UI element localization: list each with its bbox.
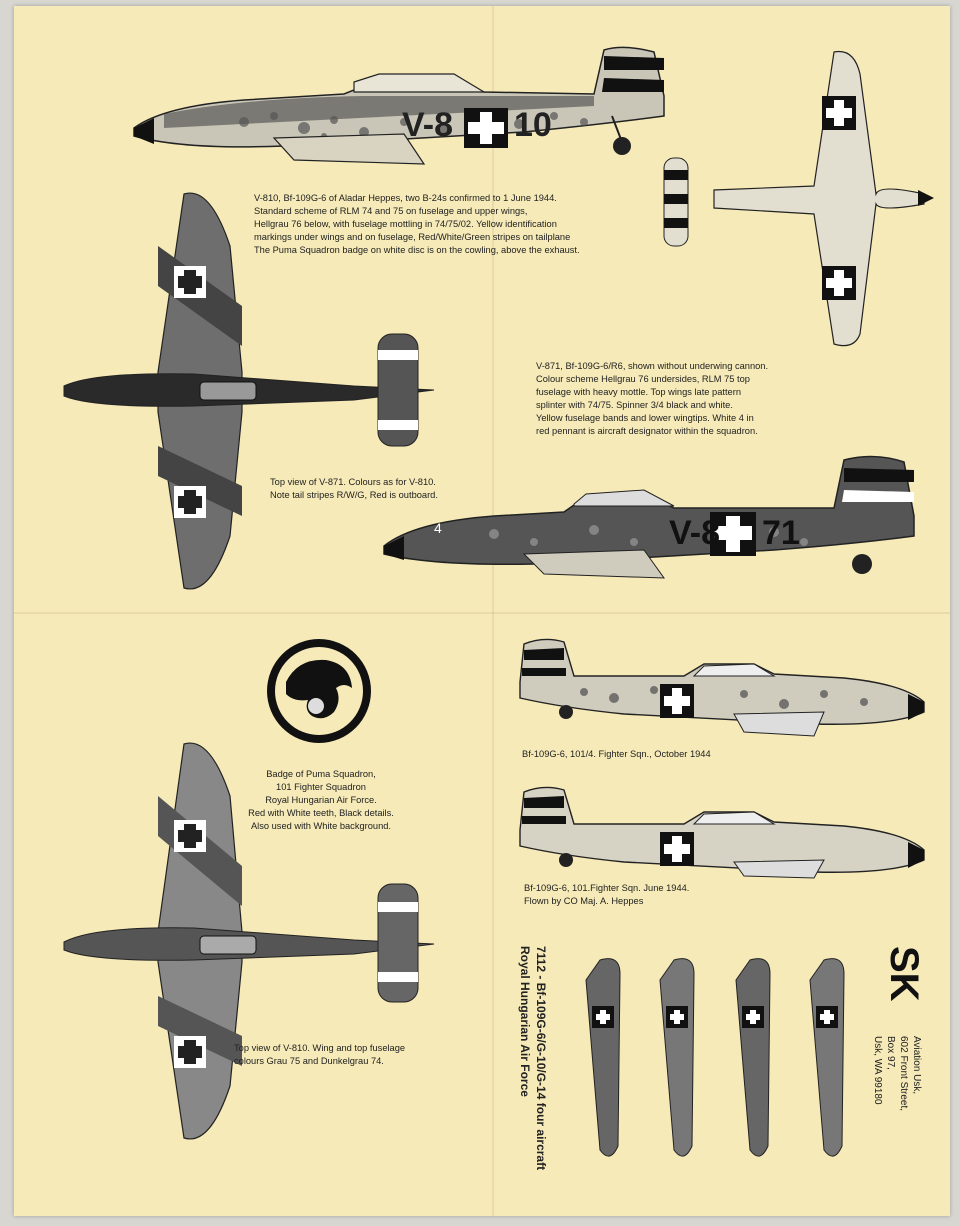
- code-v871-right: 71: [762, 514, 800, 552]
- fold-line-vertical: [492, 6, 494, 1216]
- brand-address-line-1: Aviation Usk,: [911, 1036, 922, 1095]
- caption-101-4: Bf-109G-6, 101/4. Fighter Sqn., October …: [522, 749, 711, 759]
- product-title: 7112 - Bf-109G-6/G-10/G-14 four aircraft: [534, 946, 548, 1171]
- decal-instruction-sheet: V-8 10 V-810, Bf-109G-6 of Aladar Heppes…: [14, 6, 950, 1216]
- aircraft-side-view-101-june: [519, 786, 925, 879]
- aircraft-side-view-v810: [133, 46, 665, 165]
- aircraft-top-view-v810: [63, 742, 435, 1140]
- decal-aircraft-4: [809, 958, 845, 1157]
- brand-address-line-2: 602 Front Street,: [898, 1036, 909, 1112]
- decal-aircraft-3: [735, 958, 771, 1157]
- aircraft-side-view-101-4: [519, 638, 925, 737]
- puma-squadron-badge: [267, 639, 371, 743]
- decal-aircraft-2: [659, 958, 695, 1157]
- caption-v810: V-810, Bf-109G-6 of Aladar Heppes, two B…: [254, 193, 580, 255]
- brand-address-line-3: Box 97,: [885, 1036, 896, 1070]
- decal-silhouettes: [585, 958, 845, 1157]
- code-v871-left: V-8: [669, 514, 721, 552]
- aircraft-side-view-v871: [383, 455, 915, 579]
- caption-topview-v810: Top view of V-810. Wing and top fuselage…: [234, 1043, 406, 1066]
- product-subtitle: Royal Hungarian Air Force: [518, 946, 532, 1097]
- caption-topview-v871: Top view of V-871. Colours as for V-810.…: [270, 477, 438, 500]
- brand-logo: SK: [882, 946, 926, 1002]
- brand-address-line-4: Usk, WA 99180: [872, 1036, 883, 1105]
- aircraft-top-view-v871: [63, 192, 435, 590]
- pennant-number: 4: [434, 520, 442, 536]
- caption-badge: Badge of Puma Squadron, 101 Fighter Squa…: [248, 769, 394, 831]
- caption-v871: V-871, Bf-109G-6/R6, shown without under…: [536, 361, 769, 436]
- decal-aircraft-1: [585, 958, 621, 1157]
- code-v810-right: 10: [514, 106, 552, 144]
- code-v810-left: V-8: [402, 106, 454, 144]
- fold-line-horizontal: [14, 612, 950, 614]
- aircraft-underside-view: [663, 50, 934, 347]
- caption-101-june: Bf-109G-6, 101.Fighter Sqn. June 1944. F…: [524, 883, 690, 906]
